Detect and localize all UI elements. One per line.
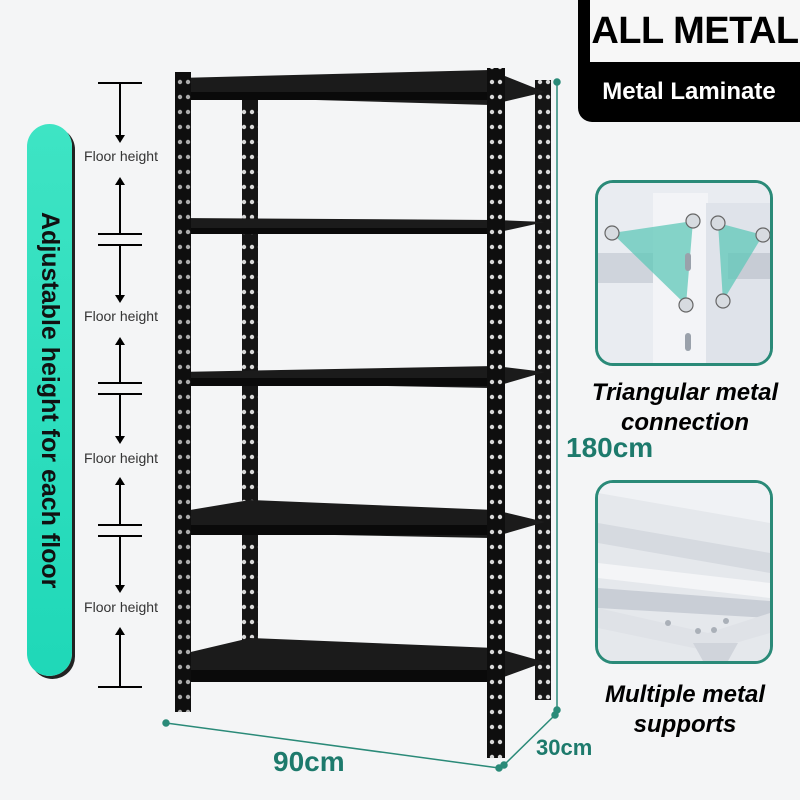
- shelf-unit-image: [175, 68, 551, 758]
- feature-caption-line1: Multiple metal: [604, 681, 766, 708]
- depth-dimension: 30cm: [536, 735, 593, 760]
- feature-caption-line2: supports: [633, 711, 737, 738]
- floor-height-label: Floor height: [84, 599, 158, 615]
- adjustable-height-text: Adjustable height for each floor: [36, 211, 64, 589]
- floor-height-label: Floor height: [84, 148, 158, 164]
- feature-card-supports: [595, 480, 773, 664]
- floor-height-arrows: [98, 82, 142, 688]
- feature-card-bracket: [595, 180, 773, 366]
- floor-height-label: Floor height: [84, 308, 158, 324]
- badge-subtitle: Metal Laminate: [602, 78, 776, 105]
- floor-height-label: Floor height: [84, 450, 158, 466]
- triangular-bracket-image: [598, 183, 770, 363]
- badge-title: ALL METAL: [590, 0, 800, 62]
- adjustable-height-banner: [27, 124, 72, 676]
- width-dimension: 90cm: [273, 746, 345, 777]
- shelf-supports-image: [598, 483, 770, 661]
- feature-caption-line2: connection: [620, 409, 749, 436]
- feature-caption-line1: Triangular metal: [591, 379, 779, 406]
- height-dimension: 180cm: [566, 432, 654, 463]
